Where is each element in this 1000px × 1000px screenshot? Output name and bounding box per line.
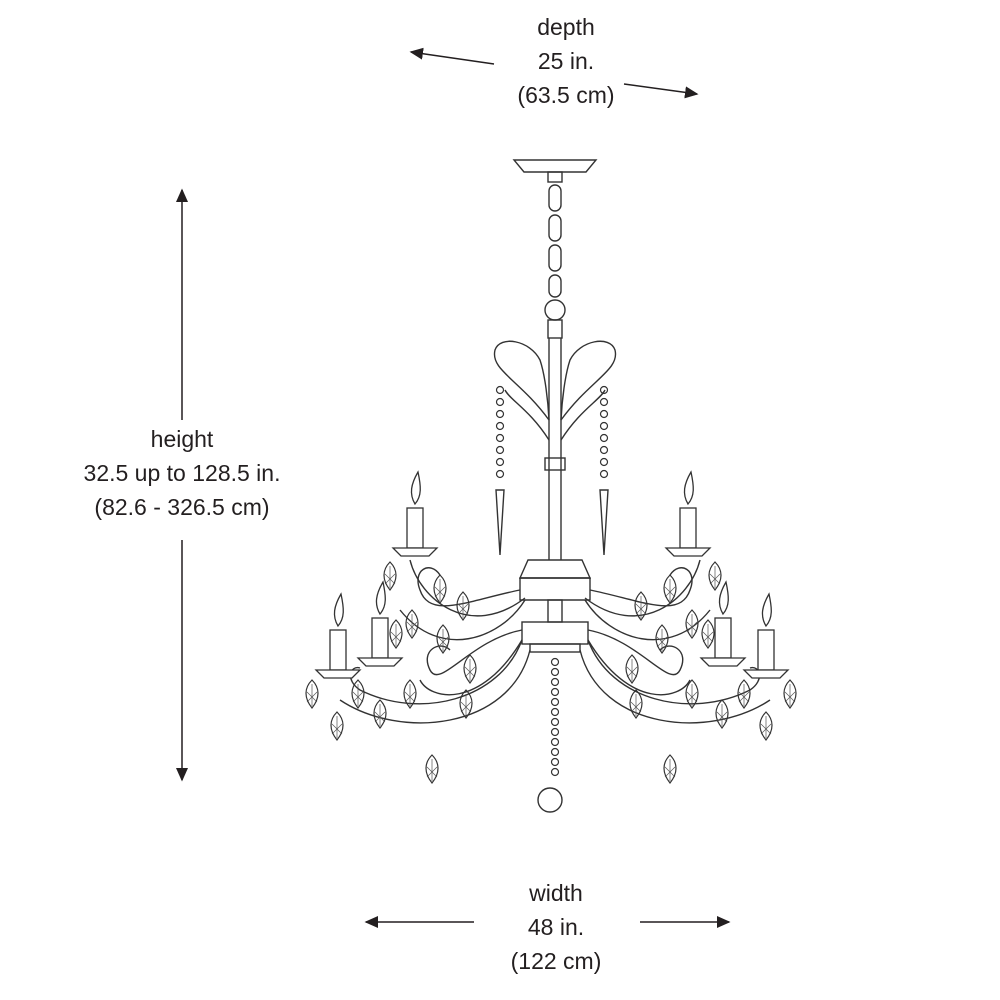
ceiling-canopy xyxy=(512,159,598,173)
depth-imperial: 25 in. xyxy=(537,48,595,74)
height-label: height xyxy=(150,426,214,452)
stem xyxy=(544,319,566,560)
height-dimension-label: height 32.5 up to 128.5 in. (82.6 - 326.… xyxy=(32,422,332,524)
upper-crystal-strands xyxy=(495,385,609,556)
upper-scrolls xyxy=(493,340,617,441)
hub xyxy=(518,559,592,653)
width-dimension-label: width 48 in. (122 cm) xyxy=(456,876,656,978)
width-label: width xyxy=(529,880,583,906)
width-imperial: 48 in. xyxy=(527,914,585,940)
candles xyxy=(315,471,789,679)
depth-arrows xyxy=(409,47,699,99)
height-imperial: 32.5 up to 128.5 in. xyxy=(83,460,281,486)
depth-metric: (63.5 cm) xyxy=(517,82,615,108)
depth-dimension-label: depth 25 in. (63.5 cm) xyxy=(466,10,666,112)
depth-label: depth xyxy=(537,14,595,40)
chain xyxy=(544,184,566,321)
center-crystal-strand xyxy=(537,657,563,813)
height-metric: (82.6 - 326.5 cm) xyxy=(94,494,270,520)
width-metric: (122 cm) xyxy=(510,948,602,974)
chandelier-drawing xyxy=(305,159,797,813)
